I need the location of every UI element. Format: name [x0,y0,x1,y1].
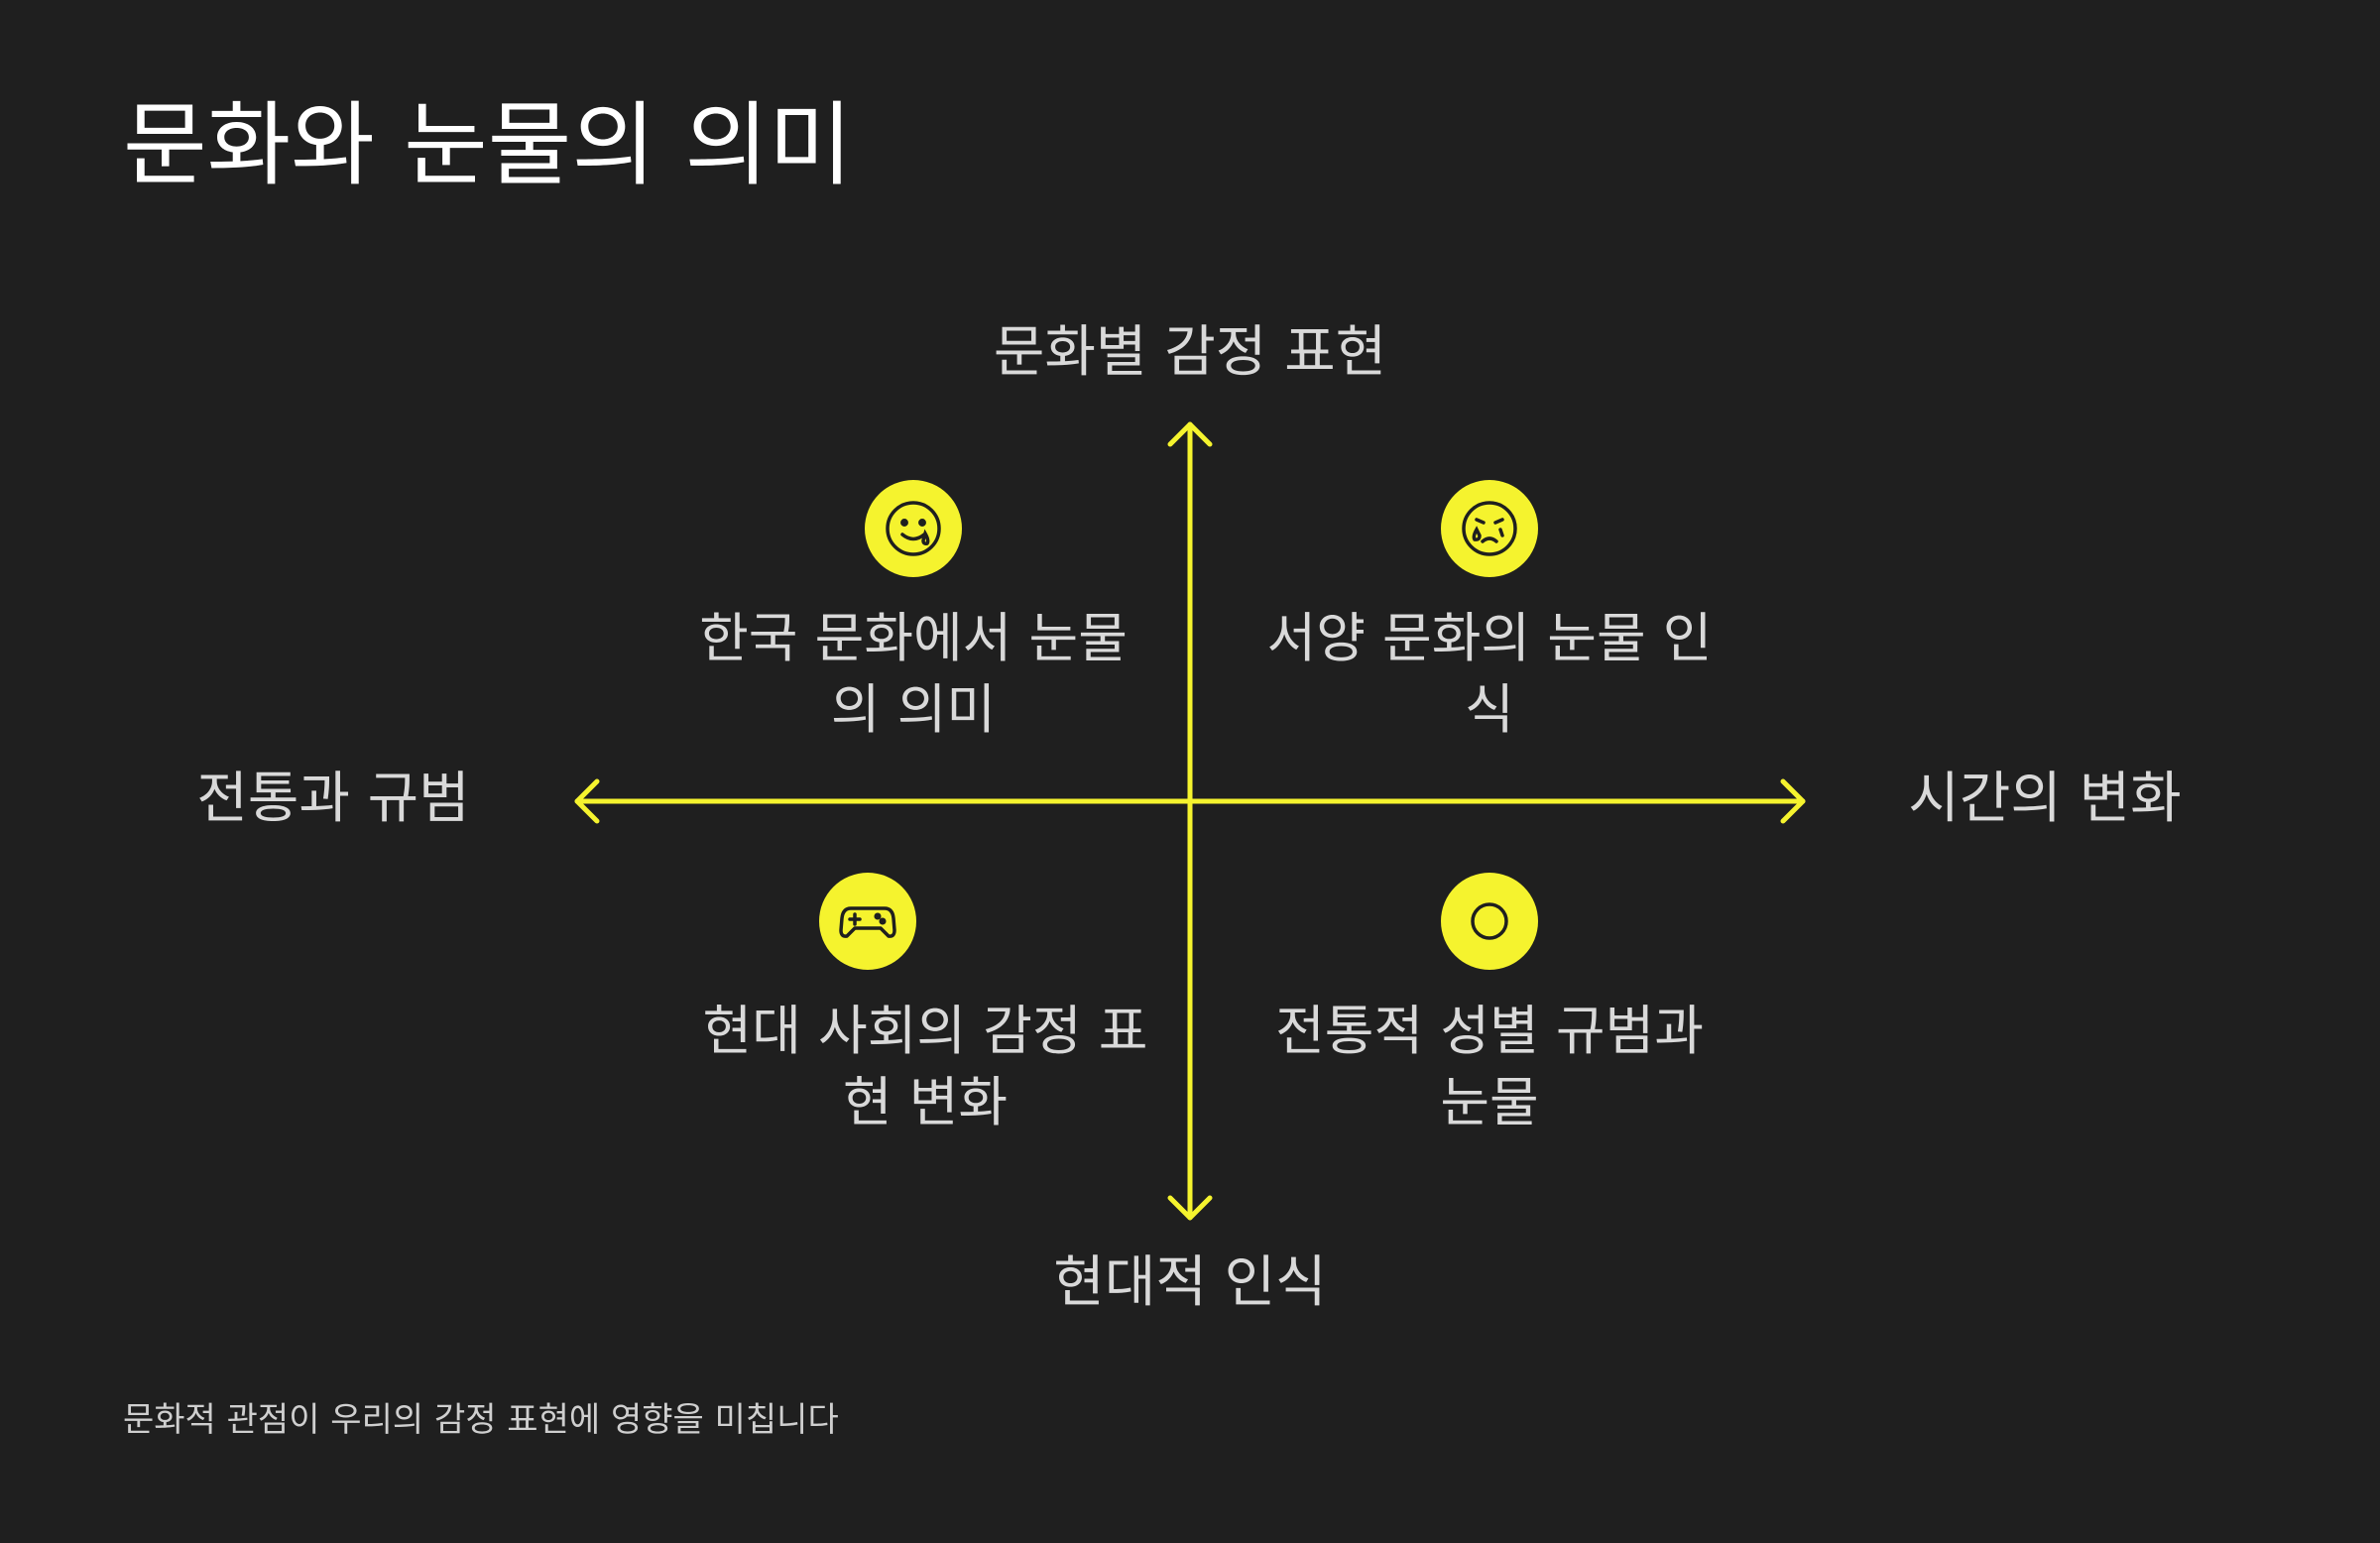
crying-smile-icon [865,480,962,577]
quadrant-label: 전통적 성별 규범과 눈물 [1275,1000,1704,1133]
quadrant-label: 한국 문화에서 눈물의 의미 [699,607,1128,741]
gamepad-icon [819,873,916,970]
axis-label-bottom: 현대적 인식 [1053,1250,1327,1315]
axis-label-right: 시간의 변화 [1908,767,2182,831]
arrow-down-icon [1167,1195,1213,1221]
page-title: 문화와 눈물의 의미 [123,92,853,198]
quadrant-western-tears: 서양 문화의 눈물 인식 [1261,480,1718,746]
quadrant-label: 서양 문화의 눈물 인식 [1266,607,1713,741]
axis-label-left: 전통과 규범 [196,767,470,831]
arrow-right-icon [1780,778,1806,824]
quadrant-label: 현대 사회의 감정 표현 변화 [702,1000,1148,1133]
arrow-up-icon [1167,421,1213,447]
footnote: 문화적 관점이 우리의 감정 표현에 영향을 미칩니다 [123,1400,839,1440]
axis-label-top: 문화별 감정 표현 [993,320,1387,385]
circle-icon [1441,873,1538,970]
quadrant-korean-tears: 한국 문화에서 눈물의 의미 [685,480,1141,746]
crying-sad-face-icon [1441,480,1538,577]
quadrant-modern-expression: 현대 사회의 감정 표현 변화 [697,873,1153,1138]
arrow-left-icon [574,778,600,824]
quadrant-gender-norms: 전통적 성별 규범과 눈물 [1261,873,1718,1138]
